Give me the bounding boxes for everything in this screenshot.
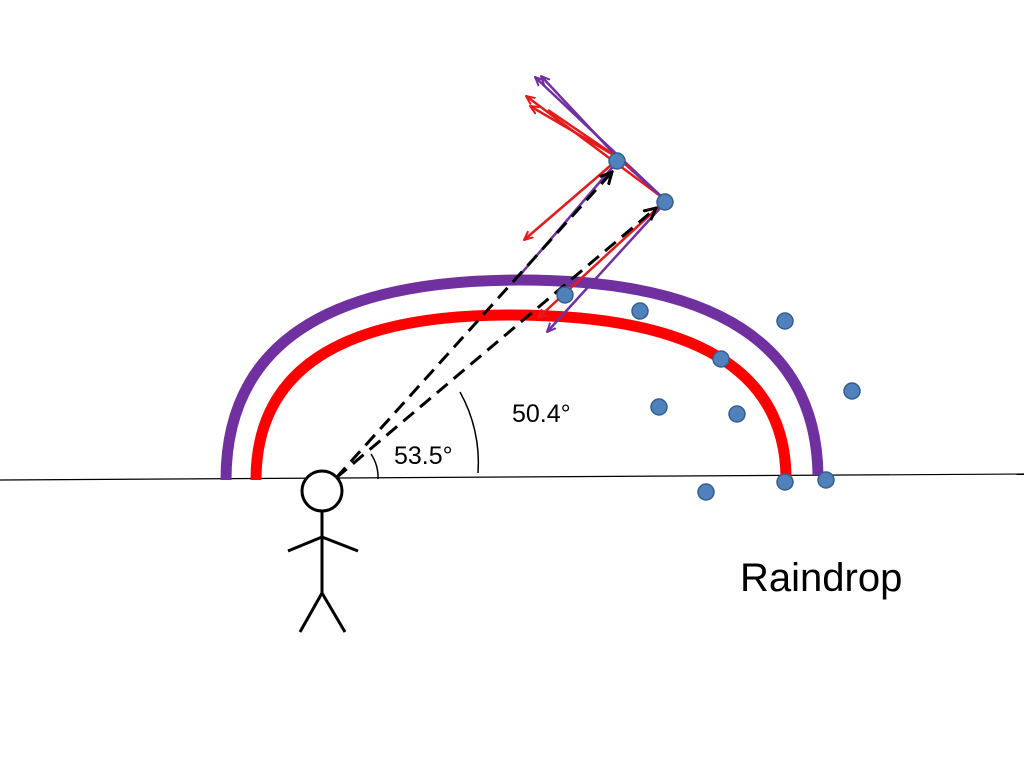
angle-label-inner: 53.5° [394, 442, 453, 470]
sight-line-red [335, 208, 656, 480]
angle-label-outer: 50.4° [512, 400, 571, 428]
caption-raindrop: Raindrop [740, 556, 902, 600]
raindrops [556, 152, 861, 501]
violet-band [220, 274, 824, 481]
sight-line-violet [334, 172, 612, 480]
raindrop [712, 350, 730, 368]
raindrop [843, 382, 861, 400]
raindrop [556, 286, 574, 304]
raindrop [650, 398, 668, 416]
raindrop [608, 152, 626, 170]
observer-figure [287, 469, 359, 633]
raindrop [631, 302, 649, 320]
raindrop [817, 471, 835, 489]
raindrop [656, 193, 674, 211]
red-band [250, 309, 792, 481]
horizon-line [0, 473, 1024, 481]
angle-arc-outer [459, 391, 480, 474]
angle-arc-inner [370, 453, 379, 480]
raindrop [728, 405, 746, 423]
raindrop [776, 473, 794, 491]
raindrop [697, 483, 715, 501]
observer-head [300, 469, 344, 513]
raindrop [776, 312, 794, 330]
